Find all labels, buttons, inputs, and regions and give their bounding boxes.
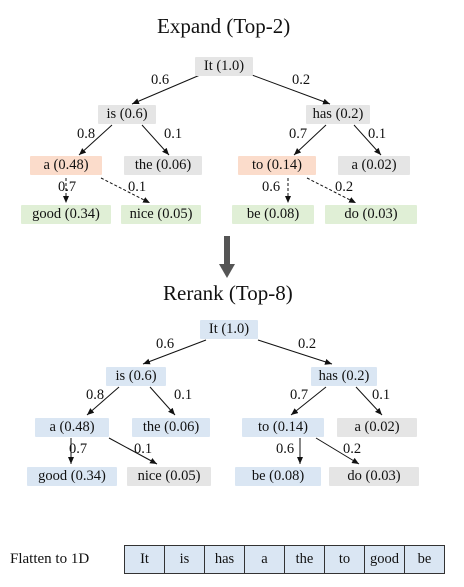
- flat-token: is: [164, 546, 204, 573]
- expand-node-has: has (0.2): [306, 105, 370, 124]
- rerank-node-do: do (0.03): [329, 467, 419, 486]
- expand-title: Expand (Top-2): [157, 14, 291, 38]
- flat-token: It: [125, 546, 164, 573]
- expand-prob-has: 0.2: [292, 72, 311, 88]
- rerank-node-good: good (0.34): [27, 467, 117, 486]
- rerank-prob-the: 0.1: [174, 387, 193, 403]
- edge-it-is: [142, 339, 207, 365]
- expand-node-nice: nice (0.05): [121, 205, 201, 224]
- edge-is-the: [149, 386, 176, 416]
- edge-to-do: [306, 177, 357, 204]
- rerank-edges: [68, 339, 383, 465]
- expand-node-a: a (0.48): [30, 156, 102, 175]
- flatten-label: Flatten to 1D: [10, 551, 90, 567]
- edge-it-has: [251, 74, 331, 105]
- flat-token: good: [364, 546, 404, 573]
- edge-to-do: [315, 437, 360, 465]
- edge-a-nice: [108, 437, 158, 465]
- flat-token: has: [204, 546, 244, 573]
- rerank-title: Rerank (Top-8): [163, 281, 293, 305]
- rerank-prob-a: 0.8: [86, 387, 105, 403]
- flat-token: the: [284, 546, 324, 573]
- edge-has-a: [355, 386, 383, 416]
- rerank-node-nice: nice (0.05): [127, 467, 211, 486]
- expand-prob-to: 0.7: [289, 126, 308, 142]
- edge-it-has: [257, 339, 333, 365]
- rerank-prob-do: 0.2: [343, 441, 362, 457]
- rerank-prob-is: 0.6: [156, 336, 175, 352]
- rerank-node-be: be (0.08): [235, 467, 321, 486]
- expand-prob-nice: 0.1: [128, 179, 147, 195]
- expand-node-a2: a (0.02): [338, 156, 410, 175]
- rerank-node-a2: a (0.02): [337, 418, 417, 437]
- edge-it-is: [131, 74, 201, 105]
- rerank-node-a: a (0.48): [35, 418, 109, 437]
- rerank-prob-has: 0.2: [298, 336, 317, 352]
- expand-node-be: be (0.08): [232, 205, 314, 224]
- flatten-sequence: It is has a the to good be: [124, 545, 445, 574]
- edge-has-to: [293, 124, 327, 156]
- rerank-node-to: to (0.14): [242, 418, 324, 437]
- expand-prob-be: 0.6: [262, 179, 281, 195]
- down-arrow-icon: [219, 236, 235, 278]
- flat-token: be: [404, 546, 444, 573]
- rerank-prob-a2: 0.1: [372, 387, 391, 403]
- rerank-node-is: is (0.6): [106, 367, 166, 386]
- expand-prob-the: 0.1: [164, 126, 183, 142]
- rerank-node-it: It (1.0): [200, 320, 258, 339]
- expand-node-is: is (0.6): [98, 105, 156, 124]
- edge-has-to: [290, 386, 327, 416]
- edge-is-a: [78, 124, 113, 156]
- expand-prob-good: 0.7: [58, 179, 77, 195]
- expand-node-good: good (0.34): [21, 205, 111, 224]
- edge-has-a: [353, 124, 382, 156]
- expand-prob-do: 0.2: [335, 179, 354, 195]
- flat-token: to: [324, 546, 364, 573]
- expand-node-the: the (0.06): [124, 156, 202, 175]
- rerank-node-has: has (0.2): [311, 367, 377, 386]
- expand-edges: [63, 74, 382, 204]
- edge-is-a: [86, 386, 120, 416]
- expand-node-it: It (1.0): [195, 57, 253, 76]
- expand-prob-a: 0.8: [77, 126, 96, 142]
- rerank-prob-nice: 0.1: [134, 441, 153, 457]
- rerank-prob-good: 0.7: [69, 441, 88, 457]
- flat-token: a: [244, 546, 284, 573]
- expand-prob-is: 0.6: [151, 72, 170, 88]
- rerank-prob-to: 0.7: [290, 387, 309, 403]
- edge-is-the: [141, 124, 170, 156]
- rerank-prob-be: 0.6: [276, 441, 295, 457]
- expand-node-to: to (0.14): [238, 156, 316, 175]
- edge-a-nice: [100, 177, 151, 204]
- rerank-node-the: the (0.06): [132, 418, 210, 437]
- expand-node-do: do (0.03): [325, 205, 417, 224]
- expand-prob-a2: 0.1: [368, 126, 387, 142]
